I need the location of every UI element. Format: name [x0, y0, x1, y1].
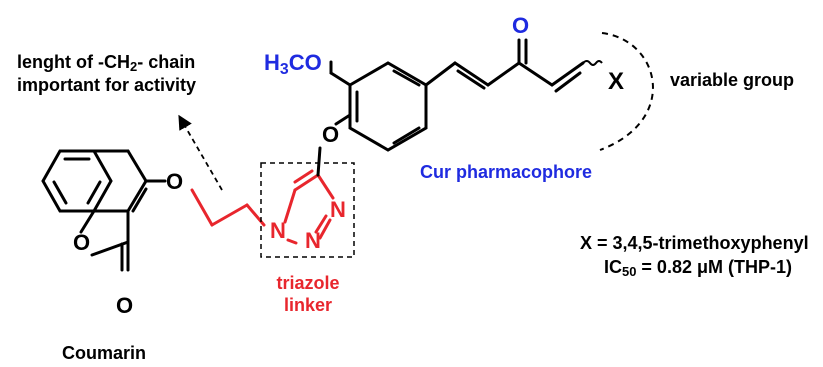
triazole-nitrogen-left: N: [270, 218, 286, 243]
ether-oxygen-coumarin: O: [166, 169, 184, 194]
coumarin-label: Coumarin: [62, 343, 147, 363]
ic50-subscript: 50: [622, 264, 637, 280]
carbonyl-oxygen: O: [116, 293, 134, 318]
ic50-prefix: IC: [604, 257, 622, 277]
cur-pharmacophore-label: Cur pharmacophore: [420, 162, 593, 182]
ic50-rest: = 0.82 μM (THP-1): [636, 257, 792, 277]
curcumin-aryl-ring: [329, 60, 428, 152]
ketone-oxygen: O: [512, 13, 530, 38]
chain-annotation-line2: important for activity: [17, 75, 197, 95]
triazole-nitrogen-mid: N: [305, 228, 321, 253]
triazole-ether-bond: [316, 113, 352, 177]
chain-annotation-line1: lenght of -CH2- chain: [17, 52, 195, 73]
methoxy-co: CO: [288, 50, 322, 75]
x-group-atom: X: [608, 68, 625, 95]
triazole-ring: [283, 169, 335, 245]
ethylene-chain-red: [190, 188, 266, 227]
enone-chain: [424, 38, 585, 93]
chain-annotation-subscript: 2: [129, 59, 138, 75]
variable-group-label: variable group: [670, 70, 795, 90]
activity-arrow: [178, 114, 223, 191]
methoxy-label: H3CO: [264, 50, 322, 78]
ring-oxygen: O: [73, 230, 91, 255]
triazole-label-line1: triazole: [276, 273, 340, 293]
x-definition: X = 3,4,5-trimethoxyphenyl: [580, 233, 809, 253]
triazole-box: [260, 162, 355, 258]
ic50-value: IC50 = 0.82 μM (THP-1): [604, 257, 792, 278]
triazole-linker-label: triazole linker: [268, 272, 348, 316]
methoxy-h: H: [264, 50, 280, 75]
triazole-nitrogen-top: N: [330, 197, 346, 222]
wavy-bond: [582, 60, 603, 66]
triazole-label-line2: linker: [283, 295, 333, 315]
chain-annotation-text: lenght of -CH: [17, 52, 130, 72]
ether-oxygen-aryl: O: [322, 122, 340, 147]
chain-annotation-text-end: - chain: [137, 52, 196, 72]
methoxy-subscript: 3: [279, 60, 289, 78]
coumarin-benzene-ring: [41, 149, 113, 213]
coumarin-pyranone-ring: [79, 149, 148, 272]
